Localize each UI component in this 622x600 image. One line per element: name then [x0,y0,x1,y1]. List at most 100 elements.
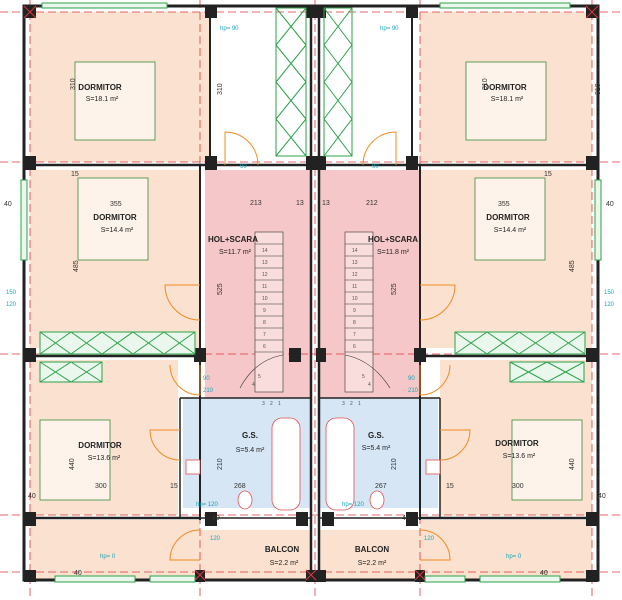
column-markers [23,5,599,581]
dim-15-left: 15 [71,171,79,178]
step-left-4: 4 [252,382,255,388]
dim-210-door-right: 210 [408,388,419,394]
dim-267: 267 [375,483,387,490]
room-area-top-right: S=18.1 m² [491,96,524,103]
room-area-mid-right: S=14.4 m² [494,227,527,234]
step-right-12: 12 [352,272,358,278]
dim-440-left: 440 [69,458,76,470]
room-area-bath-right: S=5.4 m² [362,445,391,452]
dim-210-door-left: 210 [203,388,214,394]
dimension-labels: 310 310 310 310 355 355 485 485 525 525 … [4,78,614,577]
dim-40-right-upper: 40 [606,201,614,208]
dim-268: 268 [234,483,246,490]
dim-40-right-lower: 40 [598,493,606,500]
dim-310-right-outer: 310 [595,83,602,95]
room-area-balcony-right: S=2.2 m² [358,560,387,567]
dim-210-left: 210 [217,458,224,470]
dim-355-left: 355 [110,201,122,208]
dim-355-right: 355 [498,201,510,208]
dim-310-right-inner: 310 [482,78,489,90]
dim-120-balcony-left: 120 [210,536,221,542]
dim-40-left-upper: 40 [4,201,12,208]
dim-150-right: 150 [604,290,615,296]
hp-120-left: hp= 120 [196,502,219,508]
toilet-left [237,490,253,510]
bathtub-left [271,417,301,511]
room-area-bottom-right: S=13.6 m² [503,453,536,460]
dim-212: 212 [366,200,378,207]
dim-120-right: 120 [604,302,615,308]
bath-fixtures [185,417,441,511]
room-name-balcony-right: BALCON [355,545,389,554]
dim-90-hall-right: 90 [408,376,415,382]
step-left-11: 11 [262,284,267,290]
stair-numbers: 14 13 12 11 10 9 8 7 6 5 4 3 2 1 14 13 1… [252,248,371,407]
dim-40-balcony-right: 40 [402,515,410,522]
room-name-bottom-right: DORMITOR [495,439,539,448]
step-right-6: 6 [353,344,356,350]
step-left-1: 1 [278,401,281,407]
sink-left [185,459,201,475]
step-left-12: 12 [262,272,268,278]
cyan-dimensions: hp= 90 hp= 90 hp= 0 hp= 0 hp= 120 hp= 12… [6,26,615,560]
room-area-balcony-left: S=2.2 m² [270,560,299,567]
dim-300-left: 300 [95,483,107,490]
room-name-balcony-left: BALCON [265,545,299,554]
hp-90-top-left: hp= 90 [220,26,239,32]
bed-mid-left [77,177,149,261]
step-left-14: 14 [262,248,268,254]
room-area-bottom-left: S=13.6 m² [88,455,121,462]
dim-525-left: 525 [217,283,224,295]
sink-right [425,459,441,475]
step-left-13: 13 [262,260,268,266]
dim-40-balcony-left: 40 [212,515,220,522]
dim-120-balcony-right: 120 [424,536,435,542]
step-right-5: 5 [362,374,365,380]
step-right-11: 11 [352,284,357,290]
dim-90-top-door-left: 90 [240,164,247,170]
hp-120-right: hp= 120 [342,502,365,508]
beds [39,61,583,501]
dim-40-bottom-left: 40 [74,570,82,577]
toilet-right [369,490,385,510]
step-left-9: 9 [263,308,266,314]
step-left-6: 6 [263,344,266,350]
step-right-10: 10 [352,296,358,302]
columns [24,6,598,582]
dim-13-left: 13 [296,200,304,207]
dim-210-right: 210 [391,458,398,470]
stairs [239,231,391,393]
dim-15-right: 15 [544,171,552,178]
dim-40-bottom-right: 40 [540,570,548,577]
dim-525-right: 525 [391,283,398,295]
dim-13-right: 13 [322,200,330,207]
bathtub-right [325,417,355,511]
room-labels: DORMITOR S=18.1 m² DORMITOR S=18.1 m² DO… [78,83,539,567]
step-left-7: 7 [263,332,266,338]
step-left-3: 3 [262,401,265,407]
balcony-right-fill [320,530,420,580]
step-right-7: 7 [353,332,356,338]
room-area-mid-left: S=14.4 m² [101,227,134,234]
hp-90-top-right: hp= 90 [380,26,399,32]
bed-top-left [74,61,156,141]
windows [20,2,602,583]
dim-40-left-lower: 40 [28,493,36,500]
room-name-mid-right: DORMITOR [486,213,530,222]
dim-15-bath-left: 15 [170,483,178,490]
step-right-1: 1 [358,401,361,407]
bed-bottom-right [511,419,583,501]
room-name-bath-right: G.S. [368,431,384,440]
dim-485-left: 485 [73,260,80,272]
hp-0-left: hp= 0 [100,554,116,560]
dim-90-top-door-right: 90 [372,164,379,170]
dim-310-left-inner: 310 [217,83,224,95]
room-area-bath-left: S=5.4 m² [236,447,265,454]
room-name-hall-right: HOL+SCARA [368,235,418,244]
step-left-8: 8 [263,320,266,326]
room-area-hall-right: S=11.8 m² [377,249,410,256]
room-name-bottom-left: DORMITOR [78,441,122,450]
room-name-bath-left: G.S. [242,431,258,440]
dim-150-left: 150 [6,290,17,296]
